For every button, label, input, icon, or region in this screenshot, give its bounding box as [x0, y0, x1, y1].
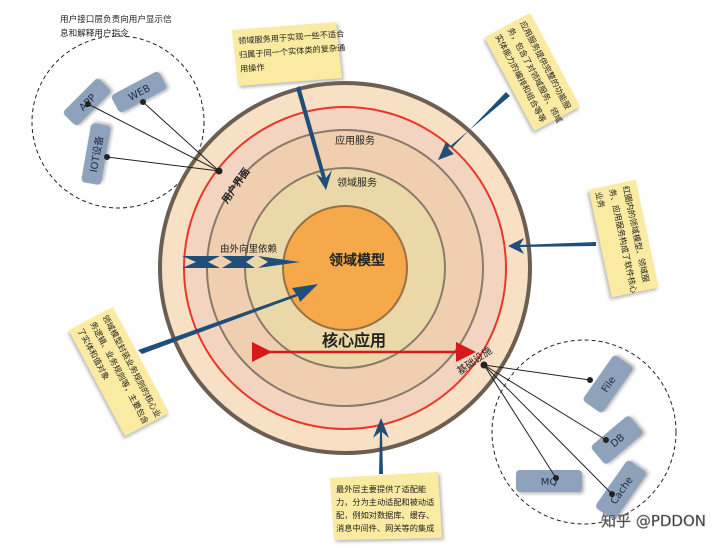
dependency-chevron-1: [182, 256, 220, 268]
note-infrastructure-line1: 最外层主要提供了适配能: [336, 484, 426, 494]
note-domain-model: 领域模型封装业务规则的核心业 务逻辑、业务规则等，主要包含 了实体和值对象: [68, 306, 170, 437]
note-core-business: 红圈内的领域模型、领域服 务、应用服务构成了软件核心 业务: [588, 179, 659, 298]
note-infrastructure-line4: 消息中间件、网关等的集成: [336, 523, 434, 533]
client-iot-tag: IOT设备: [81, 123, 111, 185]
dependency-direction-label: 由外向里依赖: [220, 243, 278, 255]
domain-model-label: 领域模型: [329, 252, 385, 269]
client-web-tag: WEB: [111, 71, 167, 113]
ui-layer-caption-line1: 用户接口层负责向用户显示信: [60, 13, 172, 25]
domain-model-callout-arrow: [138, 284, 318, 354]
dependency-chevron-3: [258, 256, 300, 268]
application-services-label: 应用服务: [335, 134, 375, 147]
domain-services-label: 领域服务: [337, 176, 377, 189]
client-boundary-circle: [31, 35, 205, 209]
note-application-services: 应用服务提供完整的功能服 务，包含了对领域服务、领域 实体能力的编排和组合等等: [484, 12, 581, 131]
core-application-label: 核心应用: [322, 331, 386, 350]
core-callout-arrow: [508, 238, 596, 254]
callout-arrows: [138, 86, 596, 474]
note-core-line3: 业务: [594, 191, 607, 209]
note-infrastructure: 最外层主要提供了适配能 力，分为主动适配和被动适 配，例如对数据库、缓存、 消息…: [330, 472, 442, 540]
note-infrastructure-line2: 力，分为主动适配和被动适: [336, 497, 434, 507]
infrastructure-callout-arrow: [373, 418, 389, 474]
infrastructure-connectors: [480, 361, 615, 497]
domain-model-core: [282, 205, 408, 331]
infra-mq-tag: MQ: [516, 470, 582, 492]
note-infrastructure-line3: 配，例如对数据库、缓存、: [336, 510, 434, 520]
infra-file-tag: File: [583, 355, 633, 413]
infra-db-tag: DB: [591, 416, 643, 464]
watermark: 知乎 @PDDON: [601, 512, 706, 530]
application-services-callout-arrow: [438, 92, 510, 160]
dependency-chevron-2: [222, 256, 255, 268]
infrastructure-boundary-circle: [491, 339, 677, 525]
infra-mq-label: MQ: [541, 477, 558, 488]
dependency-direction-arrows: [182, 256, 300, 268]
note-domain-services: 领域服务用于实现一些不适合 归属于同一个实体类的复杂通 用操作: [232, 22, 346, 86]
ui-layer-caption-line2: 息和解释用户指令: [60, 27, 129, 39]
client-connectors: [85, 99, 223, 175]
note-domain-services-line3: 用操作: [240, 62, 265, 74]
domain-services-callout-arrow: [296, 86, 332, 190]
